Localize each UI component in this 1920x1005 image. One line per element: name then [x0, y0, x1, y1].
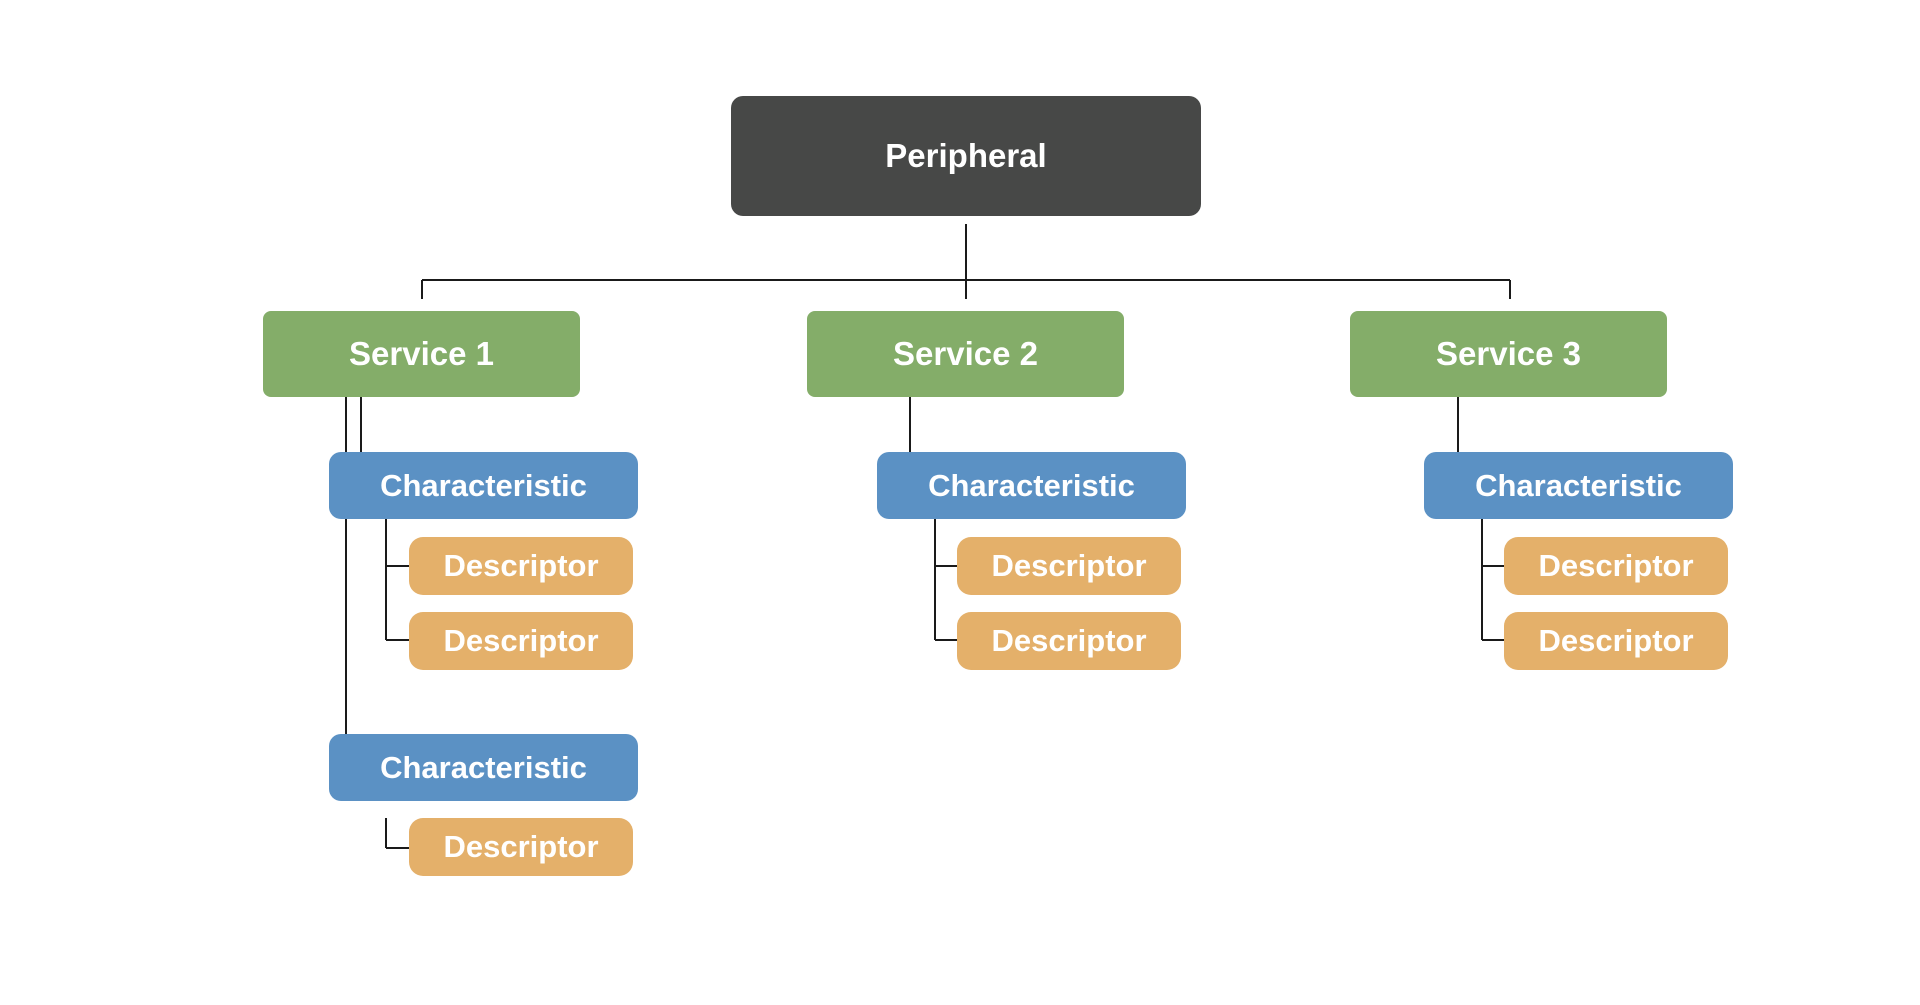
s3-c1-descriptor-2-node: Descriptor [1504, 612, 1728, 670]
characteristic-label: Characteristic [380, 749, 587, 785]
characteristic-label: Characteristic [928, 467, 1135, 503]
descriptor-label: Descriptor [443, 548, 599, 583]
service-3-node: Service 3 [1350, 311, 1667, 397]
s1-c1-descriptor-1-node: Descriptor [409, 537, 633, 595]
descriptor-label: Descriptor [1538, 623, 1694, 658]
descriptor-label: Descriptor [991, 623, 1147, 658]
service-1-label: Service 1 [349, 335, 494, 372]
peripheral-label: Peripheral [885, 137, 1047, 174]
service-2-node: Service 2 [807, 311, 1124, 397]
descriptor-label: Descriptor [443, 623, 599, 658]
descriptor-label: Descriptor [1538, 548, 1694, 583]
characteristic-label: Characteristic [1475, 467, 1682, 503]
s2-c1-descriptor-1-node: Descriptor [957, 537, 1181, 595]
service-2-characteristic-1-node: Characteristic [877, 452, 1186, 519]
service-1-characteristic-2-node: Characteristic [329, 734, 638, 801]
service-3-characteristic-1-node: Characteristic [1424, 452, 1733, 519]
descriptor-label: Descriptor [991, 548, 1147, 583]
s2-c1-descriptor-2-node: Descriptor [957, 612, 1181, 670]
characteristic-label: Characteristic [380, 467, 587, 503]
s3-c1-descriptor-1-node: Descriptor [1504, 537, 1728, 595]
s1-c2-descriptor-1-node: Descriptor [409, 818, 633, 876]
s1-c1-descriptor-2-node: Descriptor [409, 612, 633, 670]
descriptor-label: Descriptor [443, 829, 599, 864]
service-1-characteristic-1-node: Characteristic [329, 452, 638, 519]
peripheral-node: Peripheral [731, 96, 1201, 216]
service-3-label: Service 3 [1436, 335, 1581, 372]
service-1-node: Service 1 [263, 311, 580, 397]
service-2-label: Service 2 [893, 335, 1038, 372]
